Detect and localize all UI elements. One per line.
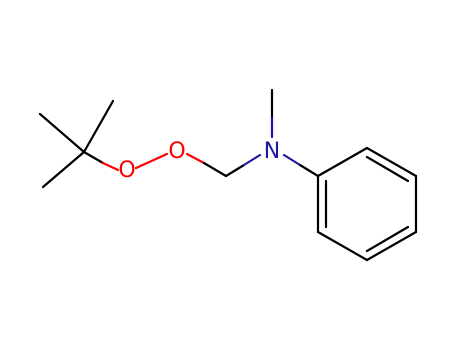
atom-label-o1: O	[118, 158, 135, 183]
ring-double-bond-inner-1	[365, 155, 410, 183]
bond-cq-o1-carbon-half	[82, 150, 105, 165]
bond-cq-methyl-top-right	[82, 99, 115, 154]
bond-ch2-n-carbon-half	[224, 163, 246, 178]
bond-n-phenyl-carbon-half	[298, 163, 320, 178]
bond-n-phenyl-nitrogen-half	[282, 153, 302, 167]
bond-cq-o1-oxygen-half	[101, 161, 120, 172]
atom-label-o2: O	[168, 139, 185, 164]
bond-o1-o2	[134, 152, 169, 170]
bond-cq-methyl-bottom-left	[41, 150, 86, 189]
phenyl-ring	[316, 146, 418, 262]
bond-ch2-n-nitrogen-half	[242, 153, 262, 167]
tert-butyl-group	[38, 99, 115, 189]
ring-double-bond-inner-2	[365, 225, 410, 253]
bond-cq-methyl-top-left	[38, 112, 86, 154]
atom-label-n1: N	[264, 139, 280, 164]
bond-o2-ch2-carbon-half	[202, 161, 228, 178]
ring-bond-5	[316, 230, 369, 262]
bond-o2-ch2-oxygen-half	[185, 152, 206, 165]
ring-bond-4	[365, 230, 418, 262]
ring-bond-1	[316, 146, 369, 178]
ring-bond-2	[365, 146, 418, 178]
